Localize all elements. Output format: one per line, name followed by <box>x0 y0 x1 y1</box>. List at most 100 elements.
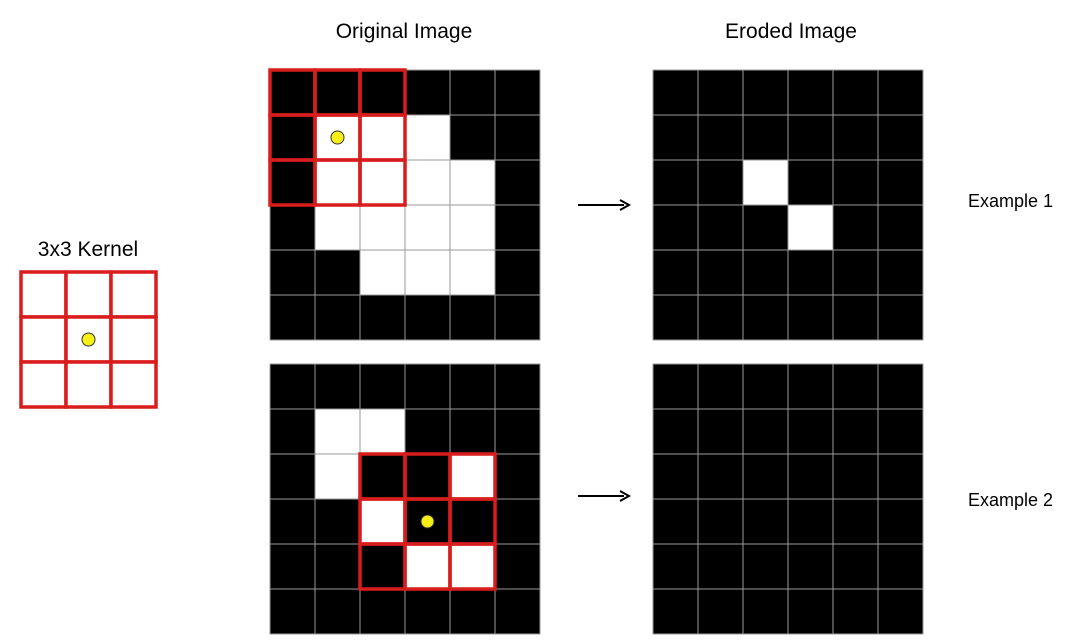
example-1-eroded-pixel-r1-c1 <box>697 114 744 161</box>
example-1-label: Example 1 <box>968 191 1053 211</box>
example-2-original-pixel-r5-c0 <box>269 588 316 635</box>
example-1-original-pixel-r4-c3 <box>404 249 451 296</box>
example-2-original-pixel-r4-c1 <box>314 543 361 590</box>
example-2-original-pixel-r4-c4 <box>449 543 496 590</box>
example-2-original-pixel-r4-c2 <box>359 543 406 590</box>
example-1-eroded-pixel-r2-c3 <box>787 159 834 206</box>
example-1-eroded-pixel-r4-c0 <box>652 249 699 296</box>
example-1-original-pixel-r5-c3 <box>404 294 451 341</box>
example-1-original-pixel-r4-c2 <box>359 249 406 296</box>
example-2-original-pixel-r0-c1 <box>314 363 361 410</box>
example-1-original-pixel-r3-c5 <box>494 204 541 251</box>
example-2-original-pixel-r1-c0 <box>269 408 316 455</box>
example-2-eroded-pixel-r0-c5 <box>877 363 924 410</box>
example-2-eroded-pixel-r1-c0 <box>652 408 699 455</box>
example-1-eroded-pixel-r3-c1 <box>697 204 744 251</box>
example-1-kernel-origin-dot <box>330 130 345 145</box>
example-2-eroded-pixel-r5-c1 <box>697 588 744 635</box>
example-1-original-pixel-r3-c2 <box>359 204 406 251</box>
example-1-original-pixel-r2-c0 <box>269 159 316 206</box>
example-1-original-pixel-r0-c5 <box>494 69 541 116</box>
example-1-eroded-pixel-r5-c2 <box>742 294 789 341</box>
example-1-eroded-pixel-r0-c3 <box>787 69 834 116</box>
kernel-cell-r2-c0 <box>19 360 68 409</box>
example-2-eroded-pixel-r2-c0 <box>652 453 699 500</box>
example-2-original-pixel-r4-c5 <box>494 543 541 590</box>
example-1-eroded-pixel-r2-c4 <box>832 159 879 206</box>
example-1-original-pixel-r5-c1 <box>314 294 361 341</box>
example-1-arrow <box>578 199 632 211</box>
original-image-title: Original Image <box>336 20 473 43</box>
example-1-original-pixel-r2-c5 <box>494 159 541 206</box>
example-1-eroded-pixel-r5-c4 <box>832 294 879 341</box>
example-1-original-pixel-r1-c0 <box>269 114 316 161</box>
example-1-original-pixel-r5-c0 <box>269 294 316 341</box>
example-2-original-pixel-r2-c2 <box>359 453 406 500</box>
example-1-eroded-pixel-r2-c5 <box>877 159 924 206</box>
example-1-kernel-window-cell <box>358 158 407 207</box>
example-1-eroded-pixel-r4-c5 <box>877 249 924 296</box>
example-1-eroded-pixel-r4-c3 <box>787 249 834 296</box>
example-2-eroded-pixel-r5-c3 <box>787 588 834 635</box>
example-2-original-pixel-r3-c0 <box>269 498 316 545</box>
example-2-original-pixel-r5-c5 <box>494 588 541 635</box>
example-2-original-pixel-r5-c4 <box>449 588 496 635</box>
example-2-eroded-pixel-r4-c0 <box>652 543 699 590</box>
example-1-eroded-pixel-r0-c4 <box>832 69 879 116</box>
example-1-eroded-pixel-r2-c0 <box>652 159 699 206</box>
example-2-arrow <box>578 490 632 502</box>
eroded-image-title: Eroded Image <box>725 20 857 43</box>
example-1-eroded-pixel-r3-c0 <box>652 204 699 251</box>
example-2-eroded-pixel-r3-c3 <box>787 498 834 545</box>
example-2-eroded-pixel-r5-c5 <box>877 588 924 635</box>
example-1-eroded-pixel-r4-c2 <box>742 249 789 296</box>
example-2-original-grid <box>269 363 541 635</box>
example-2-eroded-pixel-r0-c2 <box>742 363 789 410</box>
example-2-original-pixel-r1-c5 <box>494 408 541 455</box>
example-1-original-pixel-r0-c2 <box>359 69 406 116</box>
example-2-original-pixel-r2-c3 <box>404 453 451 500</box>
example-1-eroded-pixel-r1-c2 <box>742 114 789 161</box>
example-2-kernel-window-cell <box>448 542 497 591</box>
example-1-original-pixel-r2-c1 <box>314 159 361 206</box>
example-2-kernel-window <box>358 452 497 591</box>
example-1-eroded-pixel-r3-c4 <box>832 204 879 251</box>
example-2-original-pixel-r1-c2 <box>359 408 406 455</box>
example-1-eroded-pixel-r2-c2 <box>742 159 789 206</box>
example-1-eroded-pixel-r5-c0 <box>652 294 699 341</box>
example-2-label: Example 2 <box>968 490 1053 510</box>
example-1-original-pixel-r0-c0 <box>269 69 316 116</box>
example-1-original-pixel-r1-c2 <box>359 114 406 161</box>
example-2-eroded-pixel-r3-c5 <box>877 498 924 545</box>
example-2-original-pixel-r0-c0 <box>269 363 316 410</box>
example-1-original-pixel-r0-c3 <box>404 69 451 116</box>
example-2-eroded-pixel-r1-c1 <box>697 408 744 455</box>
example-1-eroded-pixel-r1-c0 <box>652 114 699 161</box>
example-2-original-pixel-r5-c1 <box>314 588 361 635</box>
kernel-origin-dot <box>81 332 96 347</box>
example-2-original-pixel-r5-c3 <box>404 588 451 635</box>
kernel-cell-r0-c1 <box>64 270 113 319</box>
example-2-eroded-pixel-r0-c0 <box>652 363 699 410</box>
example-2-original-pixel-r2-c1 <box>314 453 361 500</box>
example-2-eroded-pixel-r4-c5 <box>877 543 924 590</box>
example-2-eroded-pixel-r0-c1 <box>697 363 744 410</box>
example-2-original-pixel-r1-c3 <box>404 408 451 455</box>
example-2-eroded-pixel-r4-c3 <box>787 543 834 590</box>
example-2-original-pixel-r3-c4 <box>449 498 496 545</box>
example-2-original-pixel-r2-c5 <box>494 453 541 500</box>
example-2-original-pixel-r3-c1 <box>314 498 361 545</box>
example-2-eroded-pixel-r1-c3 <box>787 408 834 455</box>
example-2-eroded-pixel-r4-c4 <box>832 543 879 590</box>
example-2-eroded-pixel-r5-c4 <box>832 588 879 635</box>
example-2-eroded-pixel-r3-c4 <box>832 498 879 545</box>
example-2-eroded-pixel-r0-c4 <box>832 363 879 410</box>
example-1-original-pixel-r2-c4 <box>449 159 496 206</box>
example-2-original-pixel-r4-c3 <box>404 543 451 590</box>
kernel-cell-r1-c2 <box>109 315 158 364</box>
example-2-eroded-pixel-r0-c3 <box>787 363 834 410</box>
example-1-original-pixel-r5-c4 <box>449 294 496 341</box>
example-1-original-pixel-r0-c4 <box>449 69 496 116</box>
example-2-eroded-pixel-r1-c2 <box>742 408 789 455</box>
example-1-original-pixel-r1-c4 <box>449 114 496 161</box>
